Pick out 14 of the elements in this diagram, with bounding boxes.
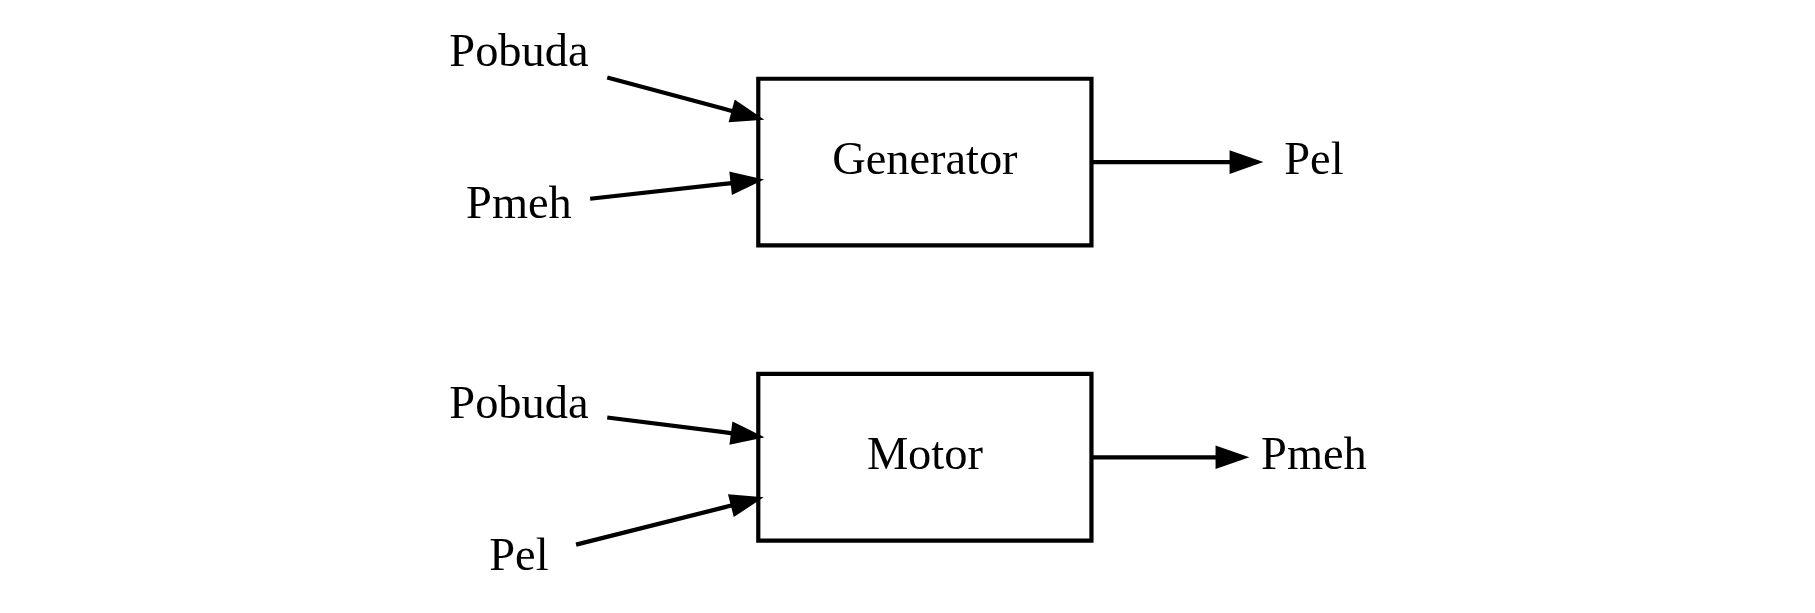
arrow	[589, 171, 764, 201]
node-text: Pmeh	[465, 177, 572, 229]
node-text: Pobuda	[448, 377, 589, 429]
node-text: Pel	[488, 529, 549, 581]
arrow	[606, 75, 764, 123]
arrow	[1091, 150, 1263, 174]
node-box: Motor	[755, 371, 1094, 543]
arrow	[575, 494, 764, 547]
node-text: Pmeh	[1260, 428, 1367, 480]
arrow	[1091, 445, 1249, 470]
node-text: Pel	[1283, 132, 1344, 184]
node-text: Pobuda	[448, 25, 589, 77]
arrow	[606, 415, 764, 445]
node-box: Generator	[755, 76, 1094, 248]
